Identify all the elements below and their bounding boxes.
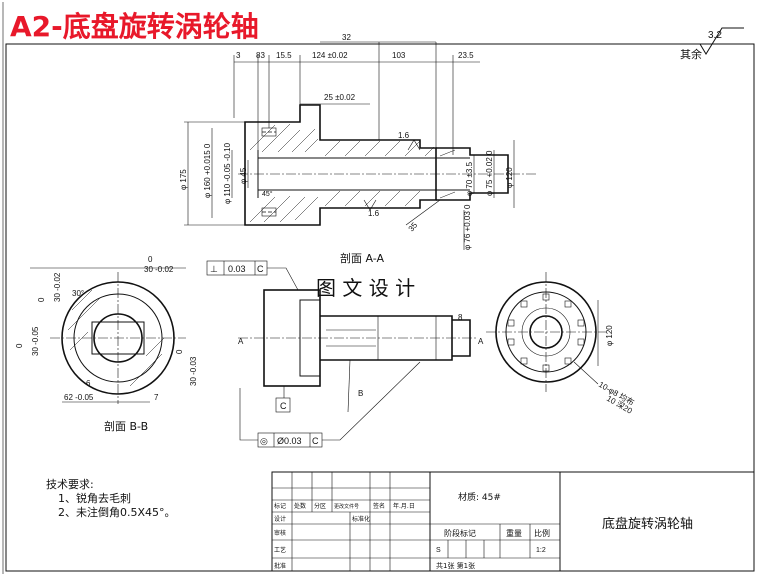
svg-text:阶段标记: 阶段标记 <box>444 528 476 538</box>
roughness-mark: 1.6 <box>368 209 380 218</box>
technical-requirements: 技术要求: 1、锐角去毛刺 2、未注倒角0.5X45°。 <box>46 478 176 519</box>
svg-text:30°: 30° <box>72 289 84 298</box>
svg-text:0: 0 <box>15 343 24 348</box>
svg-text:重量: 重量 <box>506 528 522 538</box>
dim-120: φ 120 <box>505 167 514 188</box>
svg-text:C: C <box>312 436 319 446</box>
dim-124: 124 ±0.02 <box>312 51 348 60</box>
dim-70: φ 70 ±3.5 <box>465 161 474 196</box>
svg-text:0: 0 <box>37 297 46 302</box>
watermark-box <box>300 270 460 304</box>
external-view: A 8 A B <box>238 289 484 413</box>
roughness-symbol: 3.2 其余 <box>680 27 744 61</box>
flange-end-view: φ 120 10-φ8 均布 10 深20 <box>486 272 636 416</box>
left-dimensions: φ 175 φ 160 +0.015 0 φ 110 -0.05 -0.10 φ… <box>179 121 273 226</box>
dim-83: 83 <box>256 51 265 60</box>
svg-text:处数: 处数 <box>294 502 306 510</box>
dim-23-5: 23.5 <box>458 51 474 60</box>
section-roughness-marks: 1.6 1.6 <box>363 131 421 218</box>
svg-text:更改文件号: 更改文件号 <box>334 503 359 510</box>
roughness-label: 其余 <box>680 47 702 61</box>
perpendicularity-frame: ⊥ 0.03 C <box>206 260 299 291</box>
roughness-value: 3.2 <box>708 30 722 41</box>
dim-76: φ 76 +0.03 0 <box>463 204 472 250</box>
dim-175: φ 175 <box>179 169 188 190</box>
section-view-bb: 0 30 -0.02 0 30 -0.02 30° 0 30 -0.05 0 3… <box>15 255 198 404</box>
svg-text:标记: 标记 <box>274 502 286 510</box>
drawing-title: A2-底盘旋转涡轮轴 <box>10 10 259 43</box>
roughness-mark: 1.6 <box>398 131 410 140</box>
dim-32: 32 <box>342 33 351 42</box>
section-bb-label: 剖面 B-B <box>104 419 148 433</box>
top-dimensions: 3 83 15.5 124 ±0.02 32 103 23.5 25 ±0.02 <box>233 33 480 155</box>
svg-text:S: S <box>436 547 441 554</box>
svg-text:批准: 批准 <box>274 562 286 570</box>
dim-110: φ 110 -0.05 -0.10 <box>223 142 232 204</box>
bolt-hole-pattern <box>507 293 585 372</box>
svg-text:设计: 设计 <box>274 515 286 523</box>
dim-35: 35 <box>407 220 420 233</box>
section-hatch <box>249 123 456 223</box>
svg-text:◎: ◎ <box>260 436 268 446</box>
svg-text:1:2: 1:2 <box>536 547 546 554</box>
datum-c: C <box>275 397 291 413</box>
svg-text:⊥: ⊥ <box>210 264 218 274</box>
svg-text:30 -0.02: 30 -0.02 <box>53 272 62 302</box>
journal-outline <box>436 147 509 201</box>
dim-45: φ 45 <box>239 167 248 184</box>
svg-text:30 -0.03: 30 -0.03 <box>189 356 198 386</box>
dim-103: 103 <box>392 51 406 60</box>
svg-text:30 -0.05: 30 -0.05 <box>31 326 40 356</box>
svg-text:C: C <box>280 401 287 411</box>
svg-text:比例: 比例 <box>534 528 550 538</box>
svg-text:8: 8 <box>458 313 463 322</box>
part-name: 底盘旋转涡轮轴 <box>602 516 693 532</box>
dim-3: 3 <box>236 51 241 60</box>
bore-lines <box>258 157 470 191</box>
svg-text:φ 120: φ 120 <box>605 325 614 346</box>
svg-text:B: B <box>358 389 363 398</box>
title-block: 标记 处数 分区 更改文件号 签名 年.月.日 设计 标准化 审核 工艺 批准 … <box>271 471 755 572</box>
right-dimensions: φ 70 ±3.5 φ 75 +0.02 0 φ 120 35 φ 76 +0.… <box>405 140 515 250</box>
svg-text:审核: 审核 <box>274 529 286 537</box>
concentricity-frame: ◎ Ø0.03 C <box>239 361 421 448</box>
svg-text:62 -0.05: 62 -0.05 <box>64 393 94 402</box>
svg-text:2、未注倒角0.5X45°。: 2、未注倒角0.5X45°。 <box>58 505 176 519</box>
svg-text:技术要求:: 技术要求: <box>46 478 94 491</box>
dim-15-5: 15.5 <box>276 51 292 60</box>
svg-text:工艺: 工艺 <box>274 546 286 554</box>
svg-text:7: 7 <box>154 393 159 402</box>
svg-text:签名: 签名 <box>373 502 385 510</box>
svg-text:A: A <box>478 337 484 346</box>
svg-text:C: C <box>257 264 264 274</box>
svg-text:0.03: 0.03 <box>228 264 246 274</box>
dim-75: φ 75 +0.02 0 <box>485 150 494 196</box>
dim-25: 25 ±0.02 <box>324 93 356 102</box>
material-label: 材质: 45# <box>458 491 501 503</box>
svg-text:A: A <box>238 337 244 346</box>
dim-160: φ 160 +0.015 0 <box>203 143 212 198</box>
section-aa-label: 剖面 A-A <box>340 251 385 265</box>
svg-text:0: 0 <box>148 255 153 264</box>
watermark: 图 文 设 计 <box>316 276 415 300</box>
section-view-aa <box>238 104 538 226</box>
svg-text:1、锐角去毛刺: 1、锐角去毛刺 <box>58 491 131 505</box>
shaft-outline <box>244 104 437 226</box>
svg-text:0: 0 <box>175 349 184 354</box>
svg-text:Ø0.03: Ø0.03 <box>277 436 302 446</box>
svg-text:30 -0.02: 30 -0.02 <box>144 265 174 274</box>
svg-text:标准化: 标准化 <box>352 515 370 523</box>
svg-text:共1张 第1张: 共1张 第1张 <box>436 561 475 570</box>
svg-text:年.月.日: 年.月.日 <box>393 502 415 510</box>
svg-text:分区: 分区 <box>314 502 326 510</box>
svg-text:6: 6 <box>86 379 91 388</box>
dim-45deg: 45° <box>262 190 273 198</box>
